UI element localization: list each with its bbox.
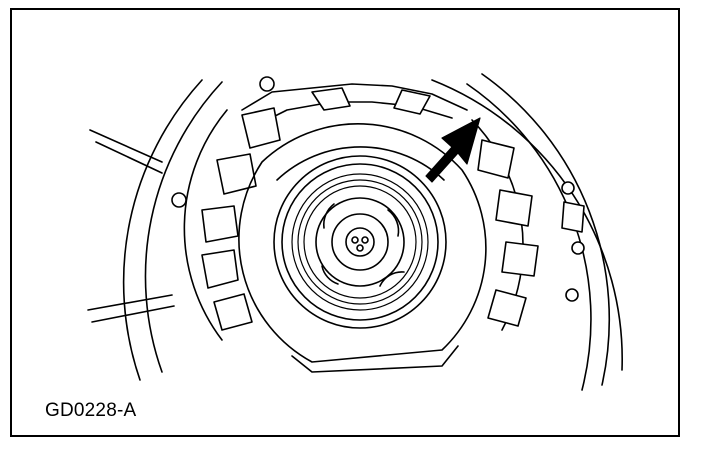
figure-frame: GD0228-A [10, 8, 680, 437]
center-hub [273, 155, 447, 329]
piston-housing [238, 123, 487, 373]
indicator-arrow [425, 117, 481, 183]
flange-holes [171, 76, 585, 302]
figure-code: GD0228-A [45, 400, 137, 421]
transmission-illustration [87, 73, 623, 391]
clutch-drum [183, 83, 539, 341]
housing-struts [87, 129, 175, 323]
outer-housing [122, 73, 623, 391]
